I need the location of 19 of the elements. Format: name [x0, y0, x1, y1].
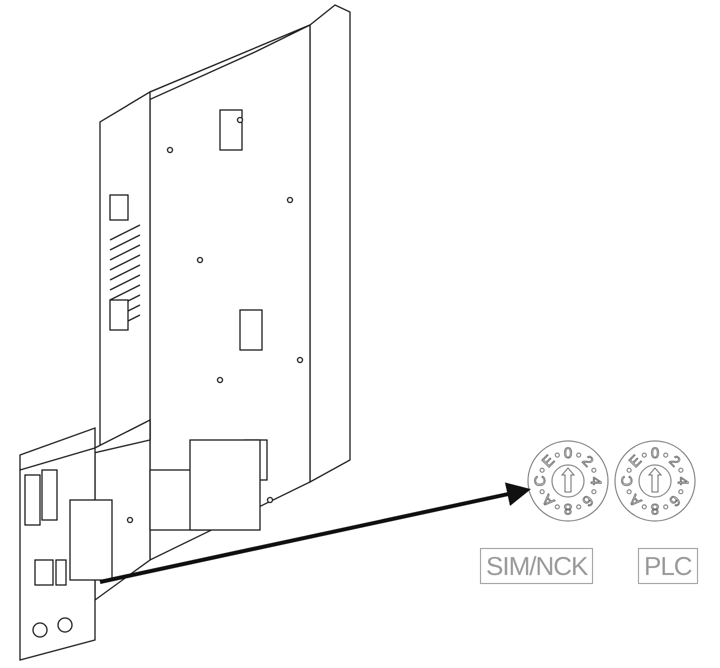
dial-digit: A — [626, 490, 646, 510]
arrow — [100, 482, 531, 584]
switch-label: SIM/NCK — [480, 548, 594, 584]
dial-digit: 6 — [578, 491, 596, 510]
dial-digit: E — [626, 452, 646, 472]
dial-digit: 4 — [674, 476, 691, 486]
dial-digit: A — [539, 490, 558, 510]
dial-digit: 2 — [578, 452, 596, 471]
dial-digit: 8 — [650, 500, 660, 517]
dial-digit: 0 — [564, 445, 572, 462]
dial-digit: 0 — [650, 445, 660, 462]
dial-digit: 4 — [587, 476, 604, 486]
switch-label: PLC — [638, 548, 698, 584]
dial-digit: 2 — [665, 452, 684, 471]
dial-digit: E — [539, 452, 558, 472]
dial-digit: C — [619, 476, 636, 486]
dial-digit: C — [532, 476, 549, 486]
dial-digit: 6 — [665, 491, 684, 510]
dial-digit: 8 — [564, 500, 572, 517]
